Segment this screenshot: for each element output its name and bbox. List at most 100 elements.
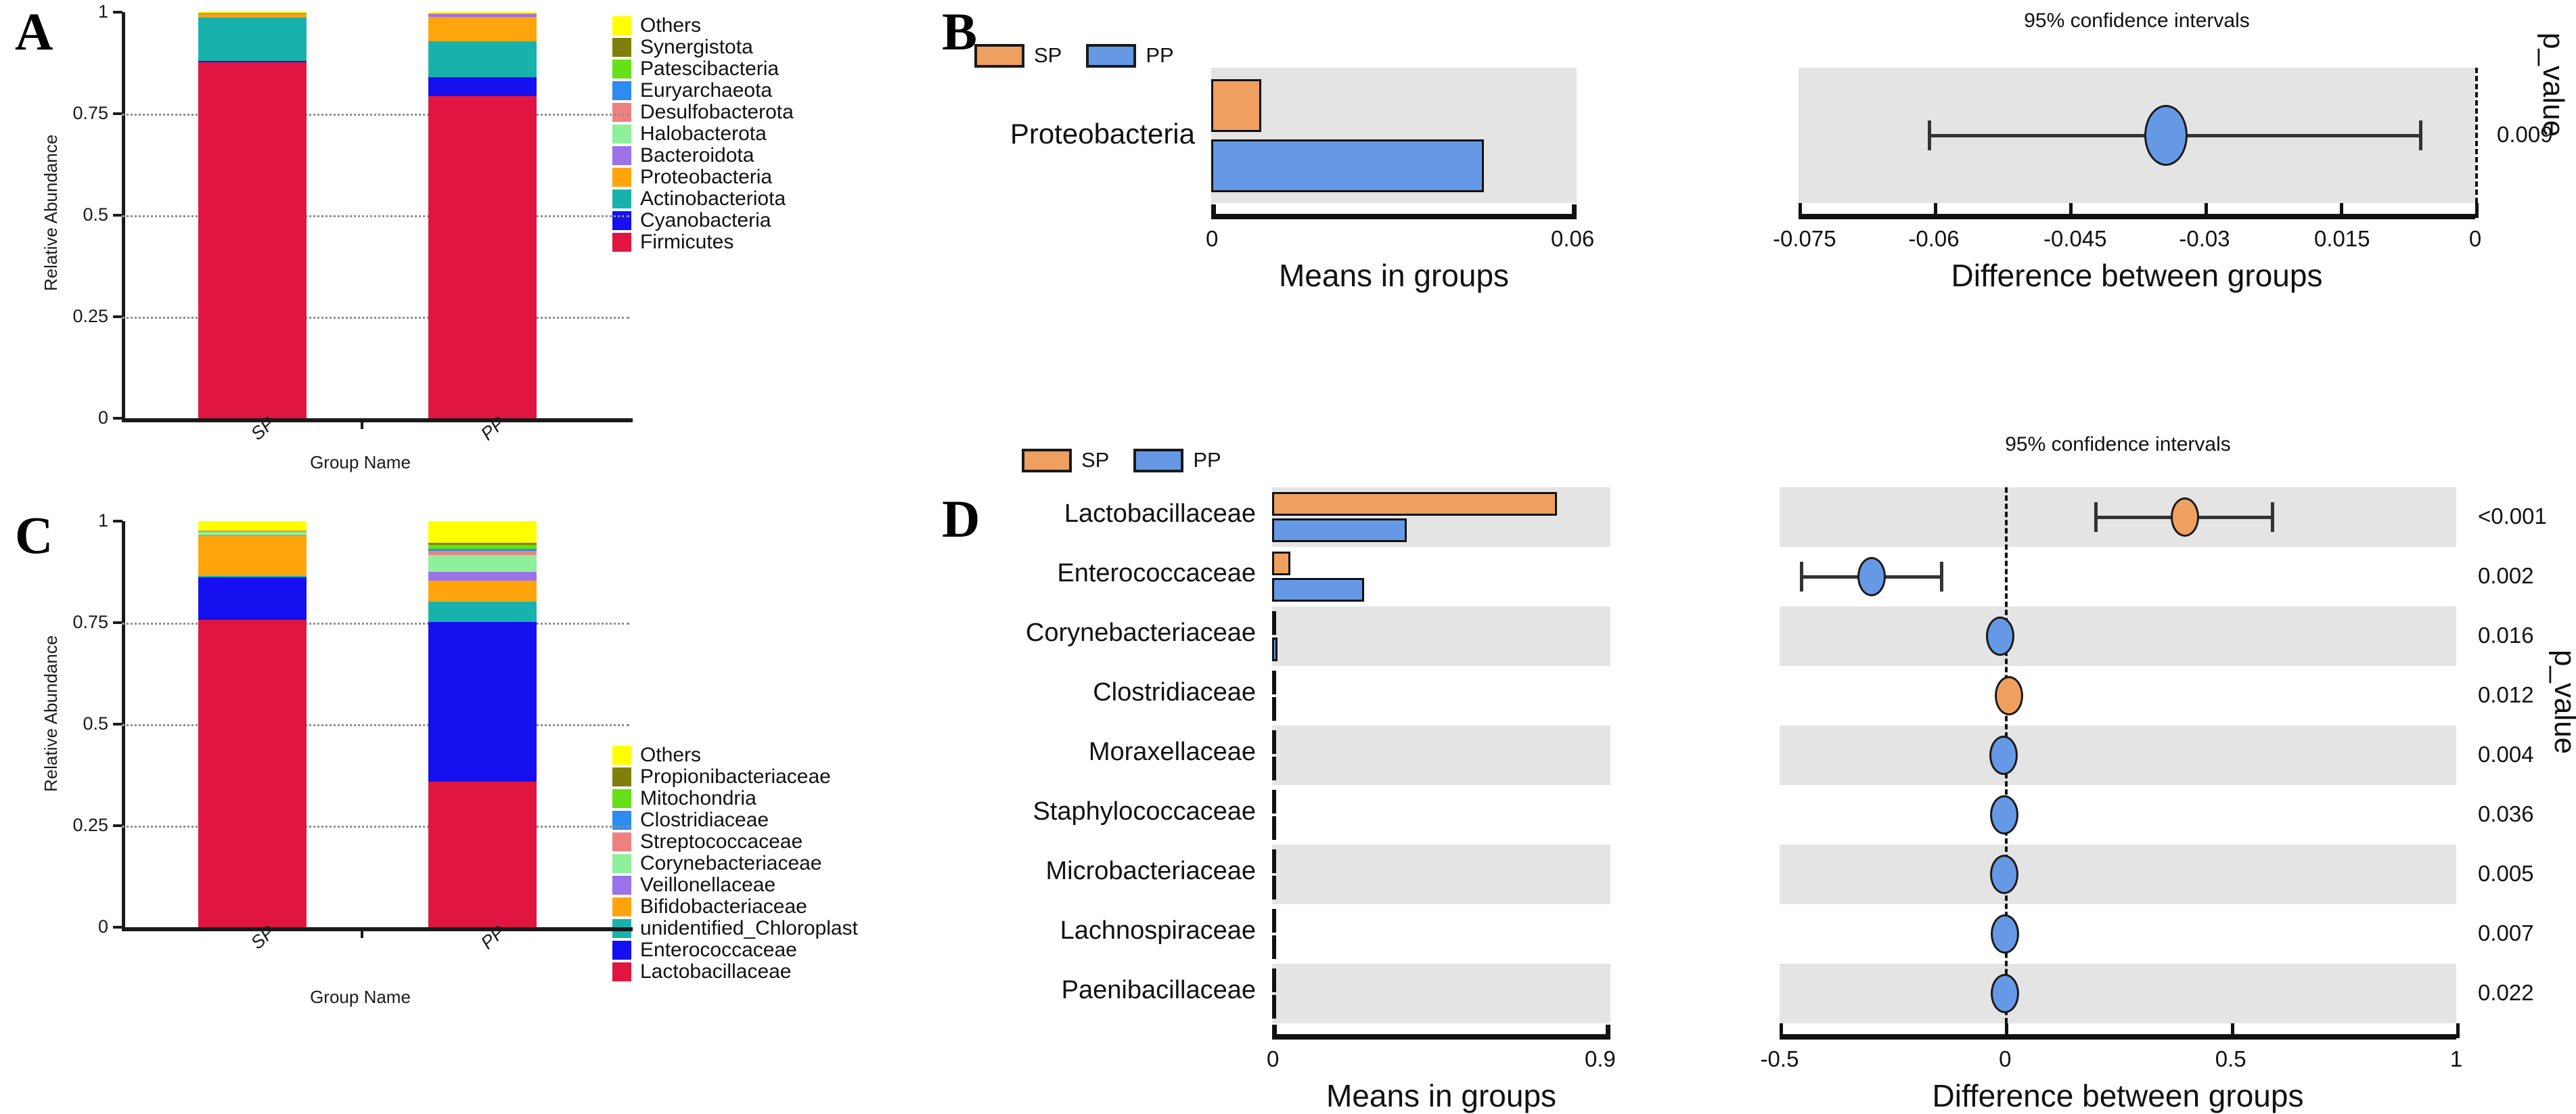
taxon-label: Microbacteriaceae [1045,857,1256,885]
p-value-label: 0.002 [2478,563,2534,588]
legend-color-box [1133,448,1184,472]
ci-effect-marker [1995,676,2024,715]
x-axis-line [122,418,633,422]
legend-color-swatch [612,745,631,765]
taxon-label: Clostridiaceae [1093,678,1256,707]
legend-item: Propionibacteriaceae [612,765,858,788]
legend-label: Proteobacteria [640,165,773,188]
grid-line [122,114,629,116]
legend-color-swatch [612,146,631,165]
right-axis-tick [1799,203,1802,218]
legend-color-swatch [612,102,631,122]
row-band [1780,964,2456,1023]
ci-whisker-cap [2094,502,2098,532]
legend-color-swatch [612,59,631,79]
legend-item: Synergistota [612,36,794,58]
taxon-label: Moraxellaceae [1088,738,1256,766]
legend-label: Others [640,743,702,766]
legend-color-swatch [612,81,631,100]
taxon-label: Staphylococcaceae [1033,797,1256,826]
y-tick-label: 0.5 [83,713,108,734]
left-axis-title: Means in groups [1278,258,1510,293]
right-axis-line [1799,214,2475,219]
legend-color-swatch [612,210,631,230]
group-bar [1272,995,1276,1019]
y-tick-label: 0 [97,407,108,428]
ci-whisker-cap [1939,562,1943,592]
stacked-bar-segment [428,580,537,602]
group-bar [1272,849,1276,873]
zero-reference-line [2475,68,2478,203]
legend-item: unidentified_Chloroplast [612,917,858,939]
p-value-label: 0.022 [2478,980,2534,1005]
legend-item: Proteobacteria [612,165,794,188]
group-bar [1272,876,1276,899]
right-axis-tick-label: 0 [1999,1046,2012,1071]
y-tick-label: 0.5 [83,204,108,225]
legend-color-swatch [612,788,631,808]
x-axis-line [122,927,633,931]
stacked-bar-segment [198,61,307,63]
row-band [1272,964,1610,1023]
legend-label: SP [1081,448,1110,472]
grid-line [122,826,629,828]
left-axis-line [1272,1034,1610,1040]
group-bar [1272,492,1557,516]
stacked-bar-segment [428,548,537,551]
stacked-bar [198,521,307,927]
right-axis-tick [2456,1023,2460,1038]
p-value-label: <0.001 [2478,504,2547,529]
y-tick-mark [113,520,122,522]
legend-color-swatch [612,940,631,960]
stacked-bar-segment [198,521,307,531]
y-tick-label: 0.75 [72,103,108,123]
legend-label: Bacteroidota [640,143,754,166]
stacked-bar-segment [198,17,307,61]
legend-label: Clostridiaceae [640,808,769,831]
right-axis-tick [2230,1023,2234,1038]
x-tick-mark [360,422,363,429]
group-bar [1272,816,1276,840]
grid-line [122,724,629,726]
ci-effect-marker [2144,105,2188,166]
ci-whisker-cap [1800,562,1803,592]
group-bar [1272,757,1276,780]
right-axis-tick-label: 1 [2449,1046,2463,1071]
right-axis-tick-label: 0.5 [2215,1046,2246,1071]
legend-item: Firmicutes [612,230,794,253]
stacked-bar-segment [428,77,537,97]
legend-label: Patescibacteria [640,57,779,80]
group-bar [1211,79,1261,132]
stacked-bar-segment [428,621,537,782]
legend-label: Mitochondria [640,786,756,809]
group-bar [1211,139,1485,192]
ci-effect-marker [1990,795,2019,834]
p-value-label: 0.009 [2497,122,2553,147]
legend-label: Desulfobacterota [640,100,794,123]
row-band [1272,726,1610,785]
panel-letter-a: A [15,2,53,61]
group-bar [1272,730,1276,754]
row-band [1780,606,2456,666]
legend-label: Firmicutes [640,230,734,253]
legend-item: Halobacterota [612,122,794,145]
group-bar [1272,611,1276,635]
group-bar [1272,578,1365,602]
legend-item: Others [612,14,794,37]
right-axis-title: Difference between groups [1932,1078,2304,1113]
legend-label: Actinobacteriota [640,187,786,210]
row-band [1780,726,2456,785]
panel-letter-b: B [942,2,978,61]
legend-item: Streptococcaceae [612,830,858,853]
y-tick-label: 0.25 [72,306,108,326]
ci-effect-marker [2171,497,2200,537]
left-axis-tick-label: 0 [1267,1046,1280,1071]
y-tick-label: 0.25 [72,815,108,835]
